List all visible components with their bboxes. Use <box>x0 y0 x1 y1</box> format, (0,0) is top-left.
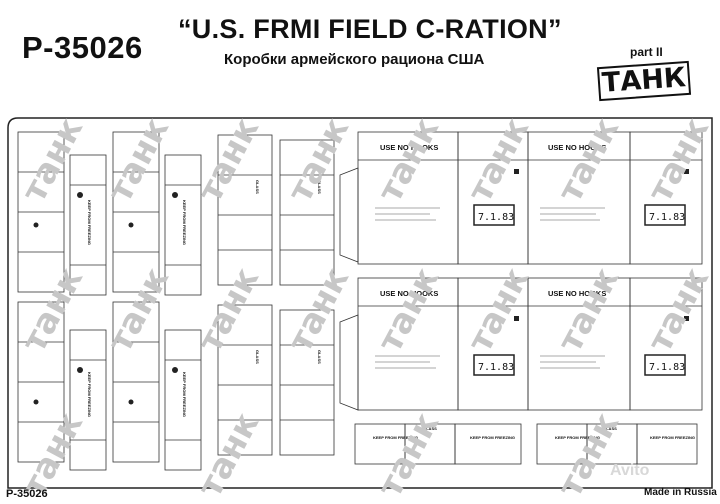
product-subtitle: Коробки армейского рациона США <box>224 51 485 68</box>
date-code-label: 7.1.83 <box>478 362 514 373</box>
glass-label: GLASS <box>603 426 617 431</box>
sheet-frame <box>7 117 713 489</box>
large-box-nets <box>339 131 703 411</box>
use-no-hooks-label: USE NO HOOKS <box>548 143 606 152</box>
part-label: part II <box>630 45 663 59</box>
date-code-label: 7.1.83 <box>478 212 514 223</box>
made-in-label: Made in Russia <box>644 487 717 498</box>
glass-label: GLASS <box>255 350 260 364</box>
glass-label: GLASS <box>423 426 437 431</box>
product-title: “U.S. FRMI FIELD C-RATION” <box>178 14 562 44</box>
net-labels: USE NO HOOKS USE NO HOOKS USE NO HOOKS U… <box>87 143 695 440</box>
product-code: P-35026 <box>22 30 143 65</box>
glass-label: GLASS <box>255 180 260 194</box>
use-no-hooks-label: USE NO HOOKS <box>380 289 438 298</box>
footer-product-code: P-35026 <box>6 488 48 500</box>
keep-from-freezing-label: KEEP FROM FREEZING <box>555 435 600 440</box>
keep-from-freezing-label: KEEP FROM FREEZING <box>87 372 92 417</box>
header: P-35026 “U.S. FRMI FIELD C-RATION” Короб… <box>0 0 720 118</box>
keep-from-freezing-label: KEEP FROM FREEZING <box>373 435 418 440</box>
glass-label: GLASS <box>317 180 322 194</box>
small-box-nets <box>217 134 335 456</box>
use-no-hooks-label: USE NO HOOKS <box>380 143 438 152</box>
date-code-label: 7.1.83 <box>649 212 685 223</box>
bottom-box-nets <box>354 423 698 465</box>
small-symbols <box>33 169 689 405</box>
use-no-hooks-label: USE NO HOOKS <box>548 289 606 298</box>
fine-print-lines <box>375 207 605 369</box>
keep-from-freezing-label: KEEP FROM FREEZING <box>182 200 187 245</box>
keep-from-freezing-label: KEEP FROM FREEZING <box>182 372 187 417</box>
date-code-boxes <box>473 204 686 376</box>
keep-from-freezing-label: KEEP FROM FREEZING <box>650 435 695 440</box>
glass-label: GLASS <box>317 350 322 364</box>
keep-from-freezing-label: KEEP FROM FREEZING <box>470 435 515 440</box>
left-strips <box>17 131 202 471</box>
keep-from-freezing-label: KEEP FROM FREEZING <box>87 200 92 245</box>
avito-watermark: Avito <box>610 462 650 479</box>
date-code-label: 7.1.83 <box>649 362 685 373</box>
